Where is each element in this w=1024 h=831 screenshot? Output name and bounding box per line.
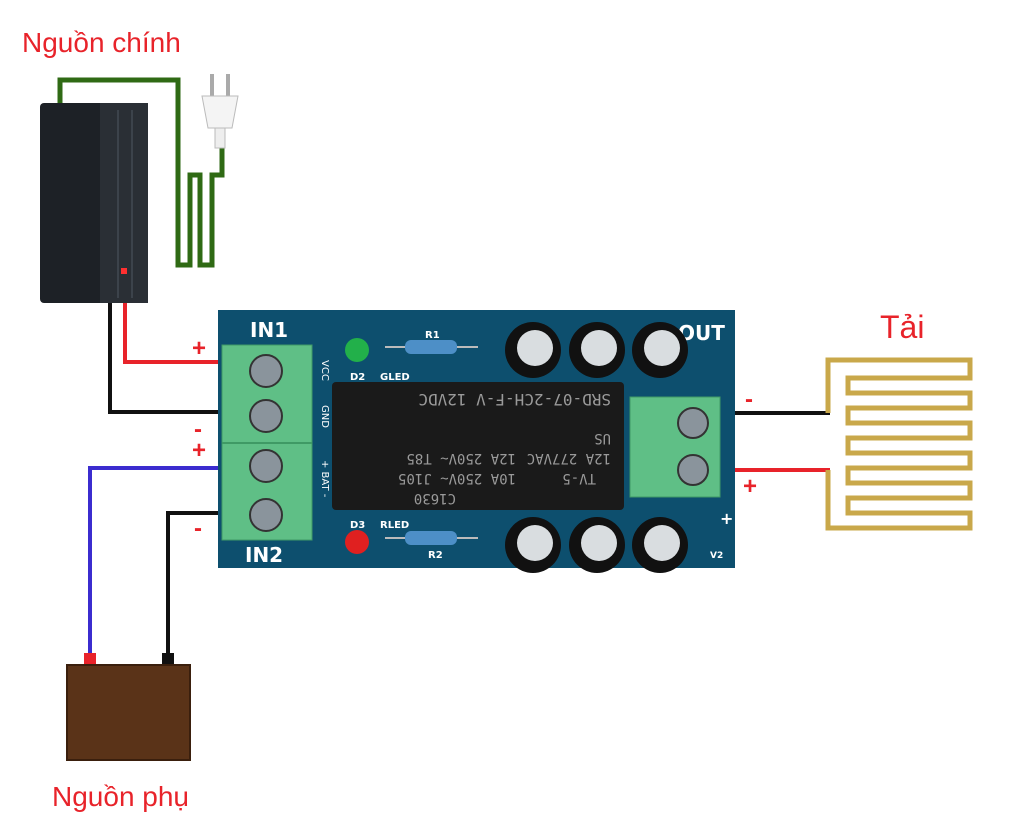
in2-label: IN2 [245, 543, 283, 567]
in1-plus-sign: + [192, 335, 206, 362]
green-led-icon [345, 338, 369, 362]
indicator-led-icon [121, 268, 127, 274]
relay-icon [332, 382, 624, 510]
svg-text:TV-5: TV-5 [562, 470, 596, 486]
resistor-r2-icon [405, 531, 457, 545]
plug-icon [201, 74, 239, 149]
in2-plus-sign: + [192, 437, 206, 464]
power-adapter [40, 103, 148, 303]
relay-markings: C1630 10A 250V~ J105 12A 250V~ T85 SRD-0… [398, 390, 611, 506]
load-label: Tải [880, 309, 924, 345]
screw-terminals-out [677, 407, 709, 486]
in1-minus-sign: - [194, 416, 202, 443]
svg-text:10A 250V~ J105: 10A 250V~ J105 [398, 470, 516, 486]
svg-text:C1630: C1630 [414, 490, 456, 506]
svg-text:12A 250V~ T85: 12A 250V~ T85 [406, 450, 516, 466]
d3-label: D3 [350, 520, 365, 531]
red-led-icon [345, 530, 369, 554]
out-minus-sign: - [745, 386, 753, 413]
battery-icon [66, 653, 191, 761]
main-power-label: Nguồn chính [22, 27, 181, 58]
in2-minus-sign: - [194, 515, 202, 542]
svg-text:12A 277VAC: 12A 277VAC [527, 450, 611, 466]
wires [88, 303, 830, 655]
gnd-label: GND [319, 405, 330, 428]
heater-load-icon [825, 357, 973, 531]
power-cord [57, 77, 225, 268]
resistor-r1-icon [405, 340, 457, 354]
svg-text:SRD-07-2CH-F-V 12VDC: SRD-07-2CH-F-V 12VDC [418, 390, 611, 409]
board-out-plus: + [720, 509, 733, 528]
v2-label: V2 [710, 551, 723, 561]
screw-terminals-in [249, 354, 283, 532]
vcc-label: VCC [319, 360, 330, 381]
gled-label: GLED [380, 372, 410, 383]
svg-text:US: US [594, 430, 611, 446]
rled-label: RLED [380, 520, 409, 531]
bat-label: + BAT - [319, 460, 330, 498]
out-plus-sign: + [743, 473, 757, 500]
r1-label: R1 [425, 330, 440, 341]
d2-label: D2 [350, 372, 365, 383]
backup-power-label: Nguồn phụ [52, 781, 189, 812]
r2-label: R2 [428, 550, 443, 561]
capacitors [505, 322, 688, 573]
in1-label: IN1 [250, 318, 288, 342]
relay-board: IN1 IN2 OUT + V2 VCC GND + BAT - D2 GLED… [218, 310, 735, 573]
